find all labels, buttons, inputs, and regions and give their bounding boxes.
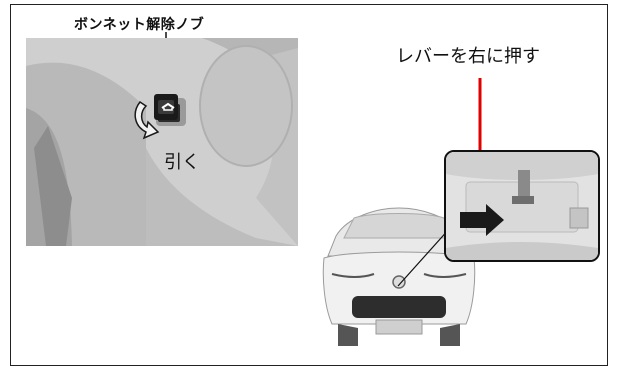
lever-detail-inset (444, 150, 600, 262)
curved-arrow-icon (134, 100, 160, 140)
car-front-illustration (322, 207, 476, 346)
hood-release-knob-label: ボンネット解除ノブ (74, 17, 205, 33)
lever-detail-illustration (446, 152, 598, 260)
pull-knob-icon (134, 94, 178, 140)
push-lever-right-label: レバーを右に押す (396, 46, 540, 67)
pull-label: 引く (164, 152, 200, 173)
right-arrow-icon (460, 204, 504, 236)
